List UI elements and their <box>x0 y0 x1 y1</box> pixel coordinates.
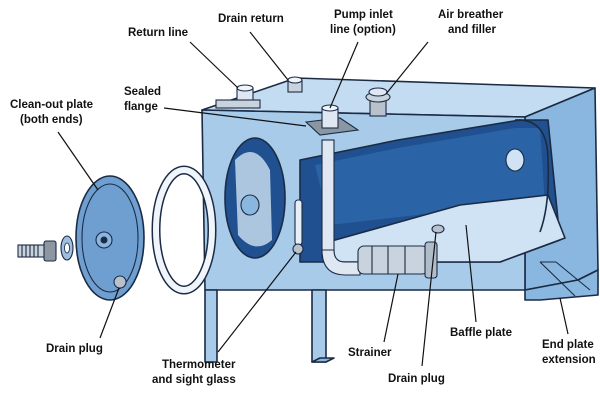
pump-inlet-pipe <box>321 139 335 259</box>
label-baffle-plate: Baffle plate <box>450 327 512 339</box>
sight-glass <box>294 199 303 246</box>
tank-front-leg-left <box>204 289 218 363</box>
leader-pump-inlet <box>329 41 359 109</box>
label-clean-out-2: (both ends) <box>20 114 83 126</box>
bottom-drain-plug <box>431 224 445 234</box>
label-drain-plug-bottom: Drain plug <box>388 373 445 385</box>
label-drain-return: Drain return <box>218 13 284 25</box>
label-clean-out-1: Clean-out plate <box>10 99 93 111</box>
plate-drain-plug <box>113 275 127 289</box>
leader-clean-out <box>57 131 99 191</box>
label-pump-inlet-1: Pump inlet <box>334 9 393 21</box>
label-end-plate-1: End plate <box>542 339 594 351</box>
label-strainer: Strainer <box>348 347 392 359</box>
tank-front-leg-right <box>311 289 327 363</box>
tank-interior-back-wall <box>315 128 545 225</box>
tank-leg-base <box>311 357 335 363</box>
interior-end-wall <box>514 119 550 233</box>
label-return-line: Return line <box>128 27 188 39</box>
end-plate-bracket <box>539 261 591 297</box>
leader-end-plate <box>559 297 569 335</box>
leader-strainer <box>383 273 399 343</box>
bolt <box>17 240 57 262</box>
label-end-plate-2: extension <box>542 354 596 366</box>
leader-thermometer <box>217 251 297 353</box>
label-sealed-flange-2: flange <box>124 101 158 113</box>
label-sealed-flange-1: Sealed <box>124 86 161 98</box>
strainer-end-cap <box>424 241 438 279</box>
interior-end-port <box>505 148 525 172</box>
leader-sealed-flange <box>163 107 307 127</box>
label-air-breather-1: Air breather <box>438 9 504 21</box>
label-air-breather-2: and filler <box>448 24 496 36</box>
strainer-body <box>357 245 429 275</box>
label-pump-inlet-2: line (option) <box>330 24 396 36</box>
leader-drain-return <box>249 31 289 81</box>
leader-return-line <box>189 41 239 89</box>
thermometer-bulb <box>292 243 304 255</box>
leader-baffle-plate <box>465 224 477 323</box>
label-thermometer-2: and sight glass <box>152 374 236 386</box>
label-thermometer-1: Thermometer <box>162 359 236 371</box>
leader-drain-plug-bottom <box>421 231 437 367</box>
leader-air-breather <box>385 41 429 95</box>
label-drain-plug-left: Drain plug <box>46 343 103 355</box>
clean-out-port <box>240 194 260 216</box>
leader-drain-plug-left <box>99 287 120 339</box>
